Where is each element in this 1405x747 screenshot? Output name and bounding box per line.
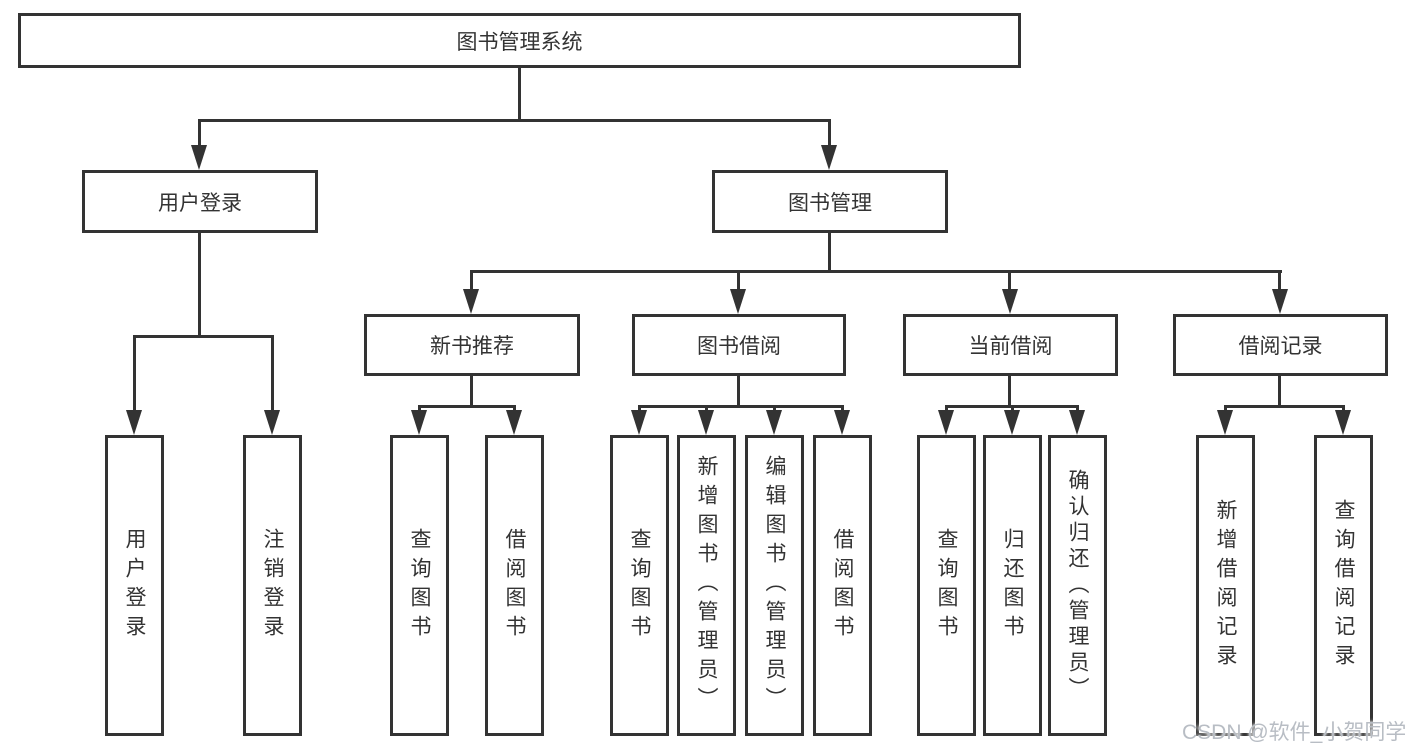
connector-line — [1008, 270, 1011, 290]
node-user-login-branch: 用户登录 — [82, 170, 318, 233]
arrowhead-down — [821, 145, 837, 170]
arrowhead-down — [1217, 410, 1233, 435]
leaf-label: 归还图书 — [1001, 527, 1024, 644]
connector-line — [737, 270, 740, 290]
leaf-query-books-3: 查询图书 — [917, 435, 976, 736]
arrowhead-down — [463, 289, 479, 314]
arrowhead-down — [126, 410, 142, 435]
arrowhead-down — [1004, 410, 1020, 435]
leaf-user-login: 用户登录 — [105, 435, 164, 736]
node-label: 借阅记录 — [1238, 335, 1323, 358]
leaf-borrow-books-1: 借阅图书 — [485, 435, 544, 736]
leaf-edit-book-admin: 编辑图书（管理员） — [745, 435, 804, 736]
arrowhead-down — [1069, 410, 1085, 435]
connector-line — [945, 405, 948, 412]
leaf-logout: 注销登录 — [243, 435, 302, 736]
node-label: 新书推荐 — [430, 335, 514, 358]
node-root-label: 图书管理系统 — [456, 30, 583, 54]
arrowhead-down — [938, 410, 954, 435]
leaf-label: 查询图书 — [408, 527, 431, 644]
arrowhead-down — [1335, 410, 1351, 435]
watermark: CSDN @软件_小贺同学 — [1182, 721, 1405, 744]
leaf-label: 注销登录 — [261, 527, 284, 644]
connector-line — [198, 119, 831, 122]
connector-line — [1342, 405, 1345, 412]
leaf-add-borrow-record: 新增借阅记录 — [1196, 435, 1255, 736]
arrowhead-down — [730, 289, 746, 314]
connector-line — [198, 119, 201, 147]
connector-line — [828, 119, 831, 147]
connector-line — [470, 270, 473, 290]
connector-line — [470, 270, 1282, 273]
leaf-confirm-return-admin: 确认归还（管理员） — [1048, 435, 1107, 736]
connector-line — [133, 335, 136, 412]
node-label: 当前借阅 — [968, 335, 1053, 358]
connector-line — [1224, 405, 1227, 412]
connector-line — [773, 405, 776, 412]
connector-line — [705, 405, 708, 412]
connector-line — [1076, 405, 1079, 412]
node-label: 图书借阅 — [697, 335, 781, 358]
node-label: 图书管理 — [788, 191, 872, 215]
leaf-query-borrow-record: 查询借阅记录 — [1314, 435, 1373, 736]
leaf-label: 用户登录 — [123, 527, 146, 644]
arrowhead-down — [1272, 289, 1288, 314]
arrowhead-down — [698, 410, 714, 435]
leaf-label: 查询图书 — [935, 527, 958, 644]
arrowhead-down — [411, 410, 427, 435]
arrowhead-down — [264, 410, 280, 435]
arrowhead-down — [766, 410, 782, 435]
leaf-label: 确认归还（管理员） — [1066, 468, 1089, 703]
connector-line — [638, 405, 844, 408]
connector-line — [470, 376, 473, 407]
node-label: 用户登录 — [158, 191, 242, 215]
node-new-book-recommendation: 新书推荐 — [364, 314, 580, 376]
leaf-label: 新增图书（管理员） — [695, 455, 718, 716]
connector-line — [1224, 405, 1345, 408]
arrowhead-down — [506, 410, 522, 435]
connector-line — [418, 405, 516, 408]
connector-line — [841, 405, 844, 412]
arrowhead-down — [1002, 289, 1018, 314]
leaf-return-books: 归还图书 — [983, 435, 1042, 736]
connector-line — [1011, 405, 1014, 412]
connector-line — [198, 233, 201, 337]
connector-line — [1278, 376, 1281, 407]
leaf-label: 新增借阅记录 — [1214, 498, 1237, 673]
node-book-management: 图书管理 — [712, 170, 948, 233]
connector-line — [513, 405, 516, 412]
arrowhead-down — [834, 410, 850, 435]
node-current-borrowing: 当前借阅 — [903, 314, 1118, 376]
leaf-label: 借阅图书 — [831, 527, 854, 644]
connector-line — [638, 405, 641, 412]
arrowhead-down — [631, 410, 647, 435]
connector-line — [271, 335, 274, 412]
leaf-query-books-2: 查询图书 — [610, 435, 669, 736]
connector-line — [133, 335, 274, 338]
arrowhead-down — [191, 145, 207, 170]
node-borrowing-records: 借阅记录 — [1173, 314, 1388, 376]
node-root: 图书管理系统 — [18, 13, 1021, 68]
connector-line — [418, 405, 421, 412]
connector-line — [518, 68, 521, 121]
leaf-label: 查询图书 — [628, 527, 651, 644]
connector-line — [737, 376, 740, 407]
connector-line — [1008, 376, 1011, 407]
leaf-label: 编辑图书（管理员） — [763, 455, 786, 716]
node-book-borrowing: 图书借阅 — [632, 314, 846, 376]
leaf-label: 查询借阅记录 — [1332, 498, 1355, 673]
leaf-label: 借阅图书 — [503, 527, 526, 644]
leaf-borrow-books-2: 借阅图书 — [813, 435, 872, 736]
connector-line — [1278, 270, 1281, 290]
leaf-add-book-admin: 新增图书（管理员） — [677, 435, 736, 736]
leaf-query-books-1: 查询图书 — [390, 435, 449, 736]
connector-line — [828, 233, 831, 273]
